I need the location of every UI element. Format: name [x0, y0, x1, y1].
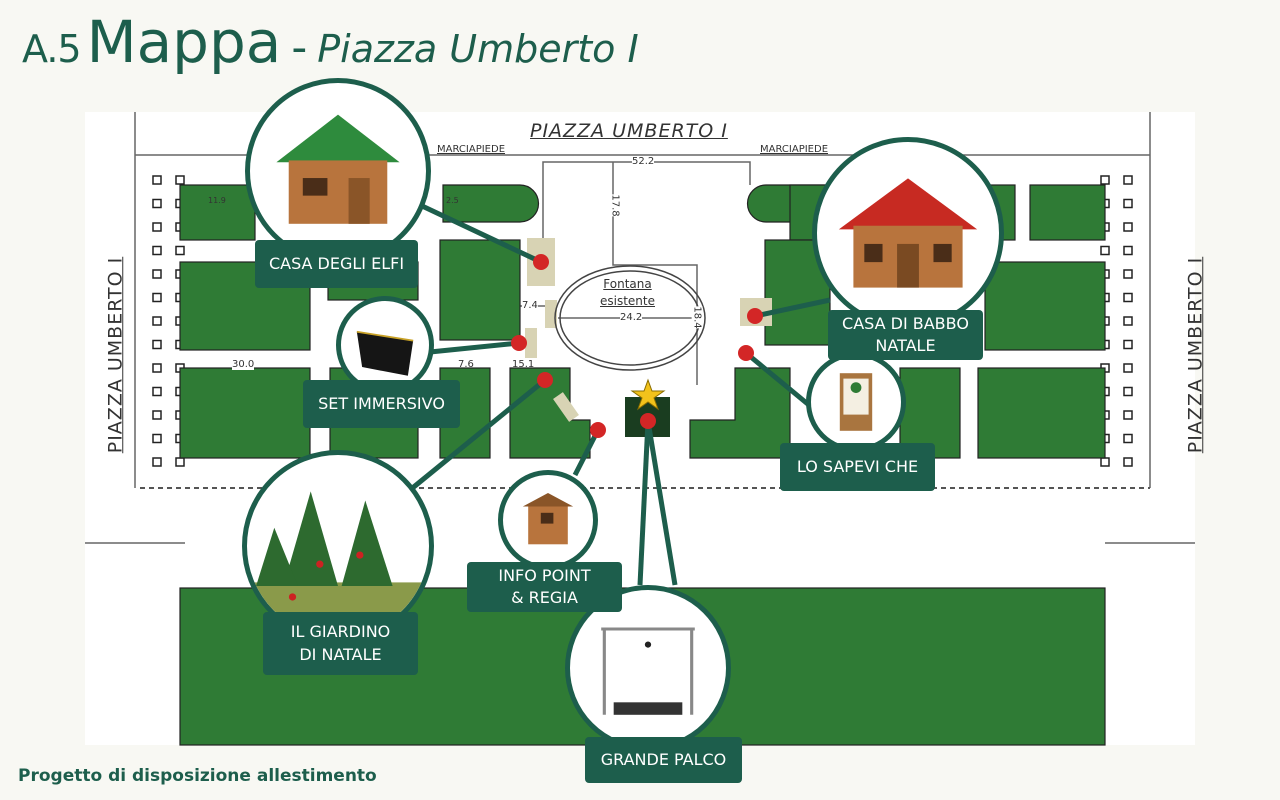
casa-elfi-image — [245, 78, 431, 264]
bollard — [152, 410, 162, 420]
bollard — [1123, 245, 1133, 256]
callout-lo-sapevi-che: LO SAPEVI CHE — [780, 443, 935, 491]
title-subtitle: Piazza Umberto I — [317, 27, 639, 71]
green-cabin-icon — [276, 114, 400, 224]
bollard — [1123, 339, 1133, 350]
bollard — [1123, 292, 1133, 303]
marker-lo-sapevi — [738, 345, 754, 361]
footer-caption: Progetto di disposizione allestimento — [18, 766, 377, 786]
sidewalk-label-right: MARCIAPIEDE — [760, 144, 829, 155]
dim-block-d: 2.5 — [446, 196, 459, 205]
bollard — [1123, 386, 1133, 397]
bollard — [152, 433, 162, 444]
bollard — [152, 292, 162, 303]
section-code: A.5 — [22, 27, 82, 71]
red-house-icon — [838, 178, 978, 288]
marker-giardino — [537, 372, 553, 388]
christmas-trees-icon — [247, 491, 429, 637]
bollard — [152, 316, 162, 326]
bollard — [1123, 363, 1133, 373]
bar-counter-icon — [356, 330, 414, 376]
bollard — [175, 175, 185, 185]
marker-info-point — [590, 422, 606, 438]
sidewalk-label-left: MARCIAPIEDE — [437, 144, 506, 155]
bollard — [1123, 269, 1133, 279]
bollard — [1100, 175, 1110, 185]
dim-block-c: 11.9 — [208, 196, 226, 205]
bollard — [1100, 245, 1110, 256]
set-immersivo-image — [336, 296, 434, 394]
info-sign-icon — [839, 373, 873, 431]
stage-truss-icon — [601, 627, 695, 715]
street-label-right: PIAZZA UMBERTO I — [1184, 256, 1207, 454]
kiosk-icon — [522, 493, 574, 545]
bollard — [1123, 316, 1133, 326]
dim-block-a: 15.1 — [512, 359, 535, 370]
bollard — [152, 198, 162, 209]
bollard — [1123, 433, 1133, 444]
info-point-image — [498, 470, 598, 570]
dim-block-b: 30.0 — [232, 359, 255, 370]
leader-lines — [408, 202, 831, 586]
bollard — [175, 245, 185, 256]
marker-grande-palco — [640, 413, 656, 429]
grande-palco-image — [565, 585, 731, 751]
bollard — [152, 269, 162, 279]
street-label-top: PIAZZA UMBERTO I — [530, 120, 728, 142]
marker-casa-babbo — [747, 308, 763, 324]
bollard — [152, 386, 162, 397]
marker-casa-elfi — [533, 254, 549, 270]
bollard — [1100, 457, 1110, 467]
dim-fountain-width: 24.2 — [620, 312, 643, 323]
dim-top-width: 52.2 — [632, 156, 655, 167]
bollard — [152, 175, 162, 185]
lo-sapevi-image — [806, 352, 906, 452]
bollard — [1123, 457, 1133, 467]
bollard — [1123, 198, 1133, 209]
casa-babbo-image — [812, 137, 1004, 329]
star-icon — [630, 378, 666, 411]
callout-set-immersivo: SET IMMERSIVO — [303, 380, 460, 428]
dim-fountain-depth: 18.4 — [691, 306, 703, 329]
callout-casa-degli-elfi: CASA DEGLI ELFI — [255, 240, 418, 288]
bollard — [152, 222, 162, 232]
bollard — [152, 363, 162, 373]
bollard — [1123, 222, 1133, 232]
bollard — [152, 457, 162, 467]
dim-top-depth: 17.8 — [609, 194, 621, 217]
markers — [511, 254, 763, 438]
bollard — [175, 457, 185, 467]
bollard — [1123, 175, 1133, 185]
bollard — [152, 339, 162, 350]
dim-gap-a: 7.4 — [522, 300, 538, 311]
bollard — [1123, 410, 1133, 420]
street-label-left: PIAZZA UMBERTO I — [104, 256, 127, 454]
title-main: Mappa — [86, 8, 282, 76]
bollard — [152, 245, 162, 256]
dim-gap-b: 7.6 — [458, 359, 474, 370]
callout-info-point: INFO POINT& REGIA — [467, 562, 622, 612]
marker-set-immersivo — [511, 335, 527, 351]
callout-grande-palco: GRANDE PALCO — [585, 737, 742, 783]
title-dash: - — [291, 22, 308, 73]
